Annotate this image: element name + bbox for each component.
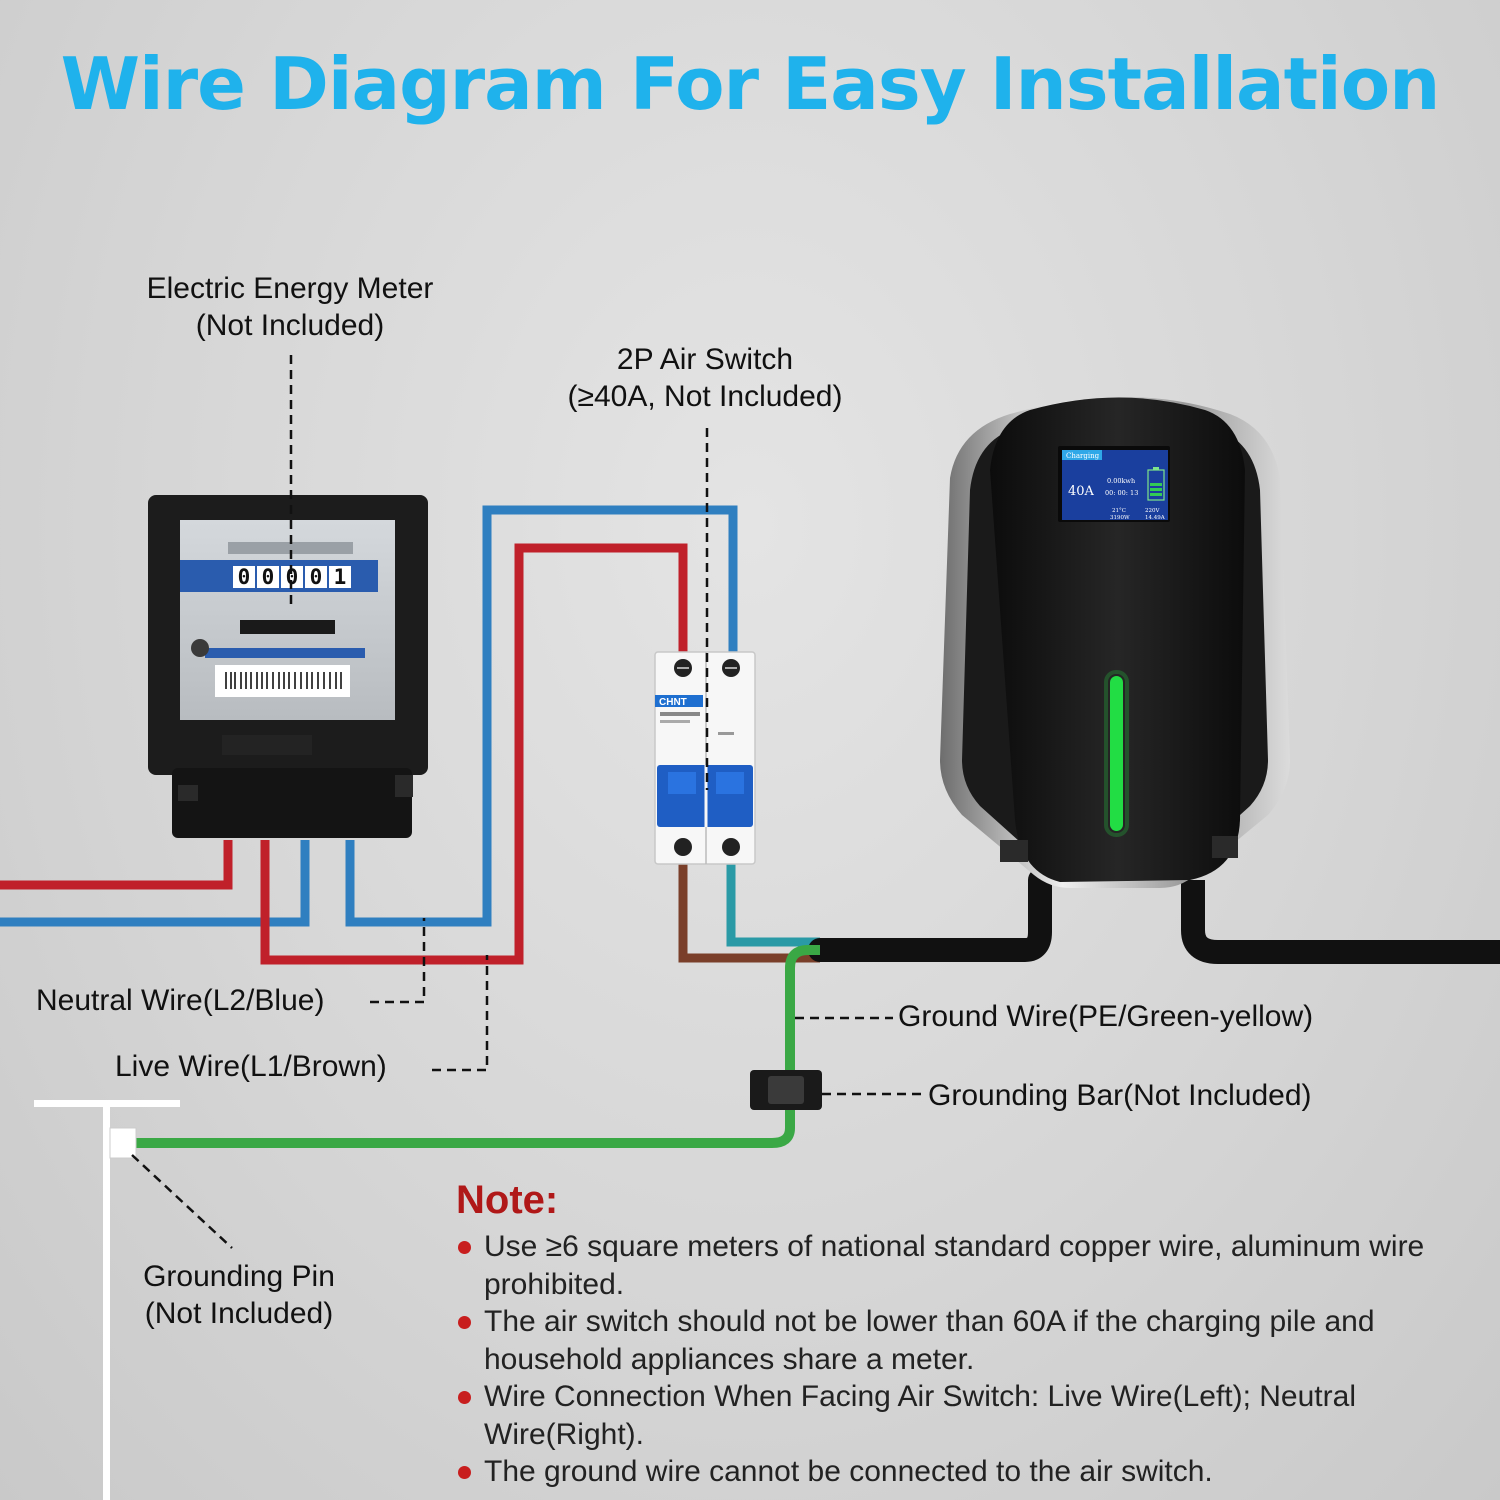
label-ground-wire: Ground Wire(PE/Green-yellow) [898, 1000, 1314, 1033]
label-air-switch-name: 2P Air Switch [616, 343, 794, 376]
meter-barcode [225, 672, 342, 689]
wire-brown-out [678, 862, 820, 963]
meter-digit: 0 [262, 565, 275, 589]
leader-grounding-pin [131, 1154, 233, 1249]
screen-voltage: 220V [1145, 508, 1160, 514]
grounding-pin [34, 1100, 180, 1500]
label-energy-meter-note: (Not Included) [195, 309, 385, 342]
battery-icon [1147, 467, 1165, 501]
energy-meter: 0 0 0 0 1 [148, 495, 428, 838]
screen-power: 3190W [1110, 515, 1130, 521]
meter-digits: 0 0 0 0 1 [233, 565, 351, 589]
grounding-bar [750, 1070, 822, 1110]
note-item: The ground wire cannot be connected to t… [456, 1453, 1466, 1491]
label-grounding-pin-name: Grounding Pin [143, 1260, 335, 1293]
label-air-switch: 2P Air Switch (≥40A, Not Included) [505, 341, 905, 415]
breaker-brand: CHNT [659, 697, 687, 708]
led-indicator [1110, 676, 1123, 831]
leader-lines [131, 355, 925, 1249]
page-title: Wire Diagram For Easy Installation [60, 42, 1441, 126]
screen-amps: 14.49A [1145, 515, 1166, 521]
label-grounding-pin-note: (Not Included) [144, 1297, 334, 1330]
screen-temperature: 21°C [1112, 508, 1126, 514]
screen-status: Charging [1066, 452, 1100, 460]
wire-teal-out [726, 862, 820, 947]
charger-cable-left [808, 868, 1052, 962]
meter-digit: 0 [310, 565, 323, 589]
label-energy-meter: Electric Energy Meter (Not Included) [100, 270, 480, 344]
meter-digit: 0 [238, 565, 251, 589]
wire-neutral-to-switch [345, 505, 738, 927]
air-switch: CHNT [654, 651, 756, 865]
label-neutral-wire: Neutral Wire(L2/Blue) [36, 984, 325, 1017]
meter-digit: 0 [286, 565, 299, 589]
leader-neutral [370, 918, 426, 1004]
wire-live-to-switch [260, 543, 688, 965]
note-item: The air switch should not be lower than … [456, 1303, 1466, 1378]
ev-charger: Charging 40A 0.00kwh 00: 00: 13 21°C 220… [940, 397, 1290, 888]
meter-digit: 1 [334, 565, 347, 589]
leader-live [432, 955, 489, 1072]
screen-time: 00: 00: 13 [1105, 489, 1138, 497]
wire-ground [128, 945, 820, 1148]
screen-energy: 0.00kwh [1107, 477, 1135, 485]
charger-cable-right [1181, 880, 1500, 964]
label-live-wire: Live Wire(L1/Brown) [115, 1050, 387, 1083]
note-title: Note: [456, 1178, 559, 1222]
wire-neutral-left [0, 840, 310, 927]
note-list: Use ≥6 square meters of national standar… [456, 1228, 1466, 1491]
wire-live-left [0, 840, 233, 890]
label-energy-meter-name: Electric Energy Meter [146, 272, 434, 305]
label-air-switch-note: (≥40A, Not Included) [567, 380, 843, 413]
note-item: Use ≥6 square meters of national standar… [456, 1228, 1466, 1303]
note-item: Wire Connection When Facing Air Switch: … [456, 1378, 1466, 1453]
label-grounding-bar: Grounding Bar(Not Included) [928, 1079, 1312, 1112]
label-grounding-pin: Grounding Pin (Not Included) [110, 1258, 368, 1332]
screen-current: 40A [1068, 484, 1095, 499]
